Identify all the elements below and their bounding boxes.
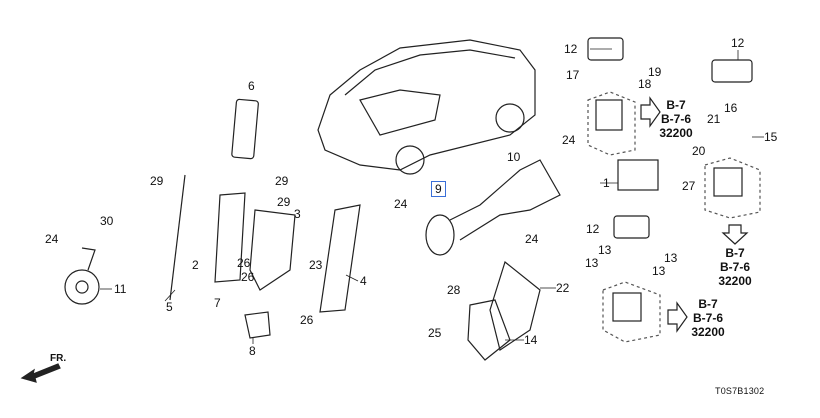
reference-b7-link[interactable]: B-7 B-7-6 32200 xyxy=(646,98,706,140)
callout-28: 28 xyxy=(447,283,461,297)
callout-11: 11 xyxy=(114,282,127,296)
callout-13: 13 xyxy=(652,264,666,278)
part-12-box xyxy=(711,59,753,83)
callout-12: 12 xyxy=(586,222,600,236)
ref-subsection: B-7-6 xyxy=(692,311,723,325)
callout-17: 17 xyxy=(566,68,580,82)
callout-26: 26 xyxy=(241,270,255,284)
callout-19: 19 xyxy=(648,65,662,79)
part-3-shape xyxy=(249,209,296,291)
part-12-box xyxy=(613,215,650,239)
part-12-box xyxy=(587,37,624,61)
callout-13: 13 xyxy=(585,256,599,270)
part-8-shape xyxy=(244,311,271,339)
arrow-down-icon xyxy=(721,224,749,245)
callout-18: 18 xyxy=(638,77,652,91)
callout-1: 1 xyxy=(603,176,610,190)
part-4-shape xyxy=(319,204,361,313)
callout-26: 26 xyxy=(237,256,251,270)
ref-part-code: 32200 xyxy=(691,325,725,339)
callout-24: 24 xyxy=(394,197,408,211)
callout-29: 29 xyxy=(275,174,289,188)
callout-16: 16 xyxy=(724,101,738,115)
callout-24: 24 xyxy=(562,133,576,147)
callout-29: 29 xyxy=(150,174,164,188)
callout-9-highlighted[interactable]: 9 xyxy=(431,181,446,197)
part-9-horn xyxy=(425,214,455,256)
ref-part-code: 32200 xyxy=(718,274,752,288)
callout-26: 26 xyxy=(300,313,314,327)
part-14-bracket xyxy=(467,299,511,361)
part-1-bracket xyxy=(617,159,659,191)
callout-3: 3 xyxy=(294,207,301,221)
ref-subsection: B-7-6 xyxy=(719,260,750,274)
callout-15: 15 xyxy=(764,130,778,144)
front-arrow-icon xyxy=(20,363,61,383)
part-10-bracket xyxy=(449,159,561,241)
ref-section: B-7 xyxy=(666,98,686,112)
callout-7: 7 xyxy=(214,296,221,310)
callout-10: 10 xyxy=(507,150,521,164)
ref-section: B-7 xyxy=(725,246,745,260)
vehicle-illustration xyxy=(317,39,536,175)
callout-29: 29 xyxy=(277,195,291,209)
callout-6: 6 xyxy=(248,79,255,93)
relay-shape xyxy=(595,99,623,131)
front-label: FR. xyxy=(50,353,67,364)
reference-b7-link[interactable]: B-7 B-7-6 32200 xyxy=(678,297,738,339)
part-6-shape xyxy=(231,98,259,160)
callout-5: 5 xyxy=(166,300,173,314)
ref-subsection: B-7-6 xyxy=(660,112,691,126)
relay-shape xyxy=(713,167,743,197)
callout-14: 14 xyxy=(524,333,538,347)
callout-30: 30 xyxy=(100,214,114,228)
callout-13: 13 xyxy=(598,243,612,257)
callout-20: 20 xyxy=(692,144,706,158)
arrow-right-icon xyxy=(640,96,661,128)
callout-2: 2 xyxy=(192,258,199,272)
ref-part-code: 32200 xyxy=(659,126,693,140)
callout-8: 8 xyxy=(249,344,256,358)
callout-24: 24 xyxy=(525,232,539,246)
relay-shape xyxy=(612,292,642,322)
reference-b7-link[interactable]: B-7 B-7-6 32200 xyxy=(705,246,765,288)
callout-12: 12 xyxy=(731,36,745,50)
part-2-shape xyxy=(214,192,246,283)
callout-23: 23 xyxy=(309,258,323,272)
diagram-code: T0S7B1302 xyxy=(715,386,765,396)
callout-13: 13 xyxy=(664,251,678,265)
ref-section: B-7 xyxy=(698,297,718,311)
callout-27: 27 xyxy=(682,179,696,193)
callout-12: 12 xyxy=(564,42,578,56)
part-11-horn xyxy=(64,269,100,305)
arrow-right-icon xyxy=(667,301,688,333)
callout-22: 22 xyxy=(556,281,570,295)
part-5-shape xyxy=(169,174,186,301)
callout-25: 25 xyxy=(428,326,442,340)
callout-4: 4 xyxy=(360,274,367,288)
callout-21: 21 xyxy=(707,112,721,126)
callout-24: 24 xyxy=(45,232,59,246)
